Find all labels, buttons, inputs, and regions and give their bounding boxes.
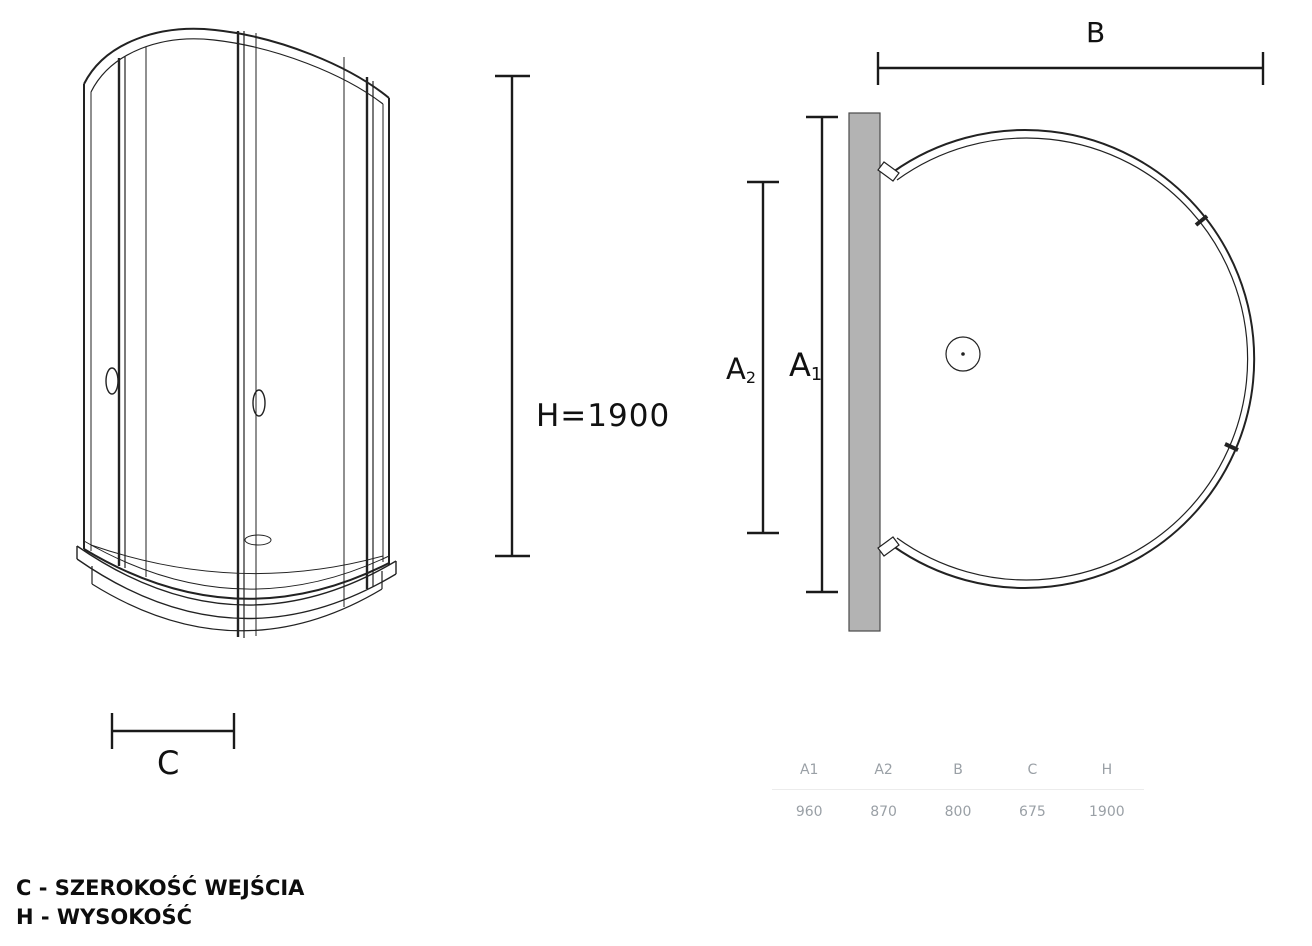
- dim-a1-label-base: A: [789, 346, 811, 384]
- tray-back-rim: [90, 544, 384, 575]
- tray-rim-top: [76, 545, 397, 606]
- top-view-drawing: [848, 112, 1256, 632]
- tray-base: [91, 583, 383, 632]
- dim-c-label: C: [157, 744, 180, 782]
- table-header-a1: A1: [799, 762, 819, 778]
- drain-top-view-icon: [945, 336, 981, 372]
- table-value-a1: 960: [795, 804, 823, 820]
- wall-bracket-top-icon: [877, 161, 900, 182]
- drain-center-dot: [961, 352, 965, 356]
- iso-bottom-rim-inner: [83, 540, 390, 590]
- legend-line-c: C - SZEROKOŚĆ WEJŚCIA: [16, 876, 305, 900]
- iso-shower-drawing: [76, 27, 397, 638]
- dimensions-table-value-row: 960 870 800 675 1900: [772, 790, 1144, 820]
- dim-a1-label-sub: 1: [810, 365, 823, 386]
- table-value-c: 675: [1019, 804, 1046, 820]
- dim-a2-label: A2: [726, 352, 756, 387]
- wall-bracket-bottom-icon: [877, 536, 900, 557]
- table-header-b: B: [953, 762, 963, 778]
- legend-line-h: H - WYSOKOŚĆ: [16, 905, 192, 929]
- dim-b-label: B: [1086, 16, 1106, 49]
- table-header-a2: A2: [874, 762, 893, 778]
- door-stop-bottom-icon: [1224, 442, 1239, 452]
- dim-a1-label: A1: [789, 346, 823, 386]
- wall: [848, 112, 881, 632]
- glass-arc-inner: [896, 137, 1249, 581]
- table-value-b: 800: [944, 804, 972, 820]
- iso-bottom-rim-outer: [83, 548, 390, 600]
- door-handle-right-icon: [252, 389, 266, 417]
- dimensions-table-header-row: A1 A2 B C H: [772, 762, 1144, 790]
- table-value-a2: 870: [870, 804, 897, 820]
- table-header-c: C: [1027, 762, 1038, 778]
- door-stop-top-icon: [1194, 214, 1209, 227]
- tray-rim-lip: [76, 558, 397, 620]
- dim-line-c: [110, 713, 236, 749]
- door-handle-left-icon: [105, 367, 119, 395]
- dim-line-a1: [806, 115, 838, 594]
- dim-line-h: [495, 74, 530, 558]
- drain-icon: [244, 534, 272, 546]
- table-value-h: 1900: [1089, 804, 1125, 820]
- dim-h-label: H=1900: [536, 398, 671, 434]
- table-header-h: H: [1101, 762, 1113, 778]
- dim-a2-label-base: A: [726, 352, 746, 386]
- iso-top-rim-outer: [83, 27, 390, 99]
- legend: C - SZEROKOŚĆ WEJŚCIA H - WYSOKOŚĆ: [16, 874, 304, 932]
- glass-arc-outer: [892, 129, 1256, 589]
- dim-line-b: [876, 52, 1265, 85]
- dimensions-table: A1 A2 B C H 960 870 800 675 1900: [772, 762, 1144, 820]
- dim-line-a2: [747, 180, 779, 535]
- dim-a2-label-sub: 2: [745, 367, 756, 387]
